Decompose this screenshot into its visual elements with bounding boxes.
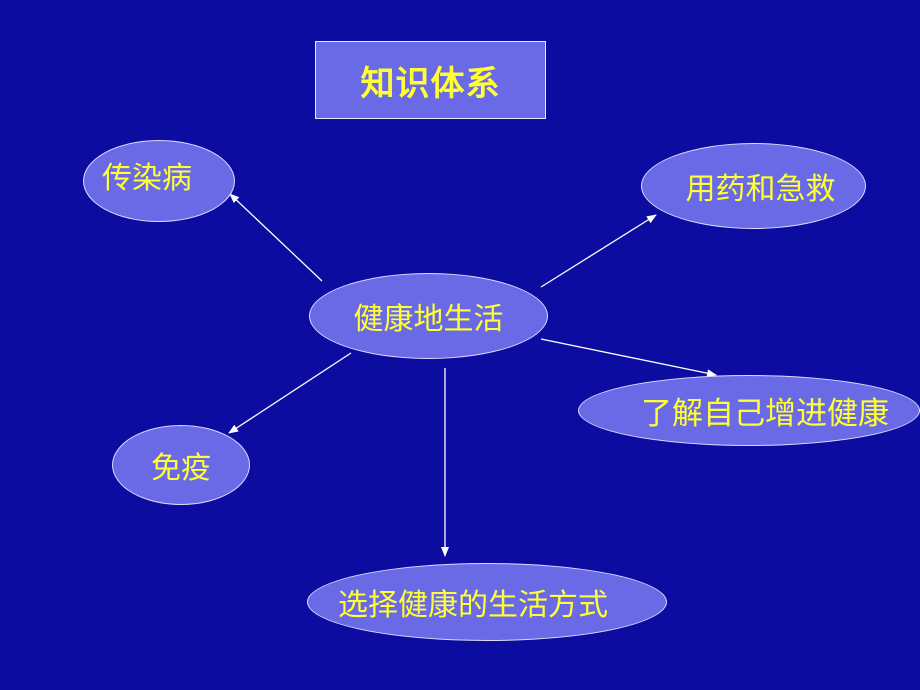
node-healthy-lifestyle-label: 选择健康的生活方式 [338, 588, 608, 623]
node-know-yourself: 了解自己增进健康 [578, 375, 920, 446]
arrow-to-medicine-first-aid [540, 214, 657, 288]
node-medicine-first-aid-label: 用药和急救 [685, 172, 836, 207]
node-infectious-disease-label: 传染病 [102, 161, 192, 196]
node-healthy-lifestyle: 选择健康的生活方式 [307, 563, 667, 641]
arrow-to-immunity [228, 352, 352, 434]
node-medicine-first-aid: 用药和急救 [641, 143, 866, 229]
node-center-label: 健康地生活 [353, 302, 504, 337]
diagram-title: 知识体系 [315, 41, 546, 119]
arrow-to-infectious-disease [229, 193, 323, 282]
arrow-to-know-yourself [540, 338, 717, 378]
node-know-yourself-label: 了解自己增进健康 [641, 396, 889, 432]
node-immunity: 免疫 [112, 425, 250, 505]
node-immunity-label: 免疫 [151, 451, 211, 486]
node-infectious-disease: 传染病 [83, 140, 235, 222]
node-center: 健康地生活 [309, 273, 548, 359]
